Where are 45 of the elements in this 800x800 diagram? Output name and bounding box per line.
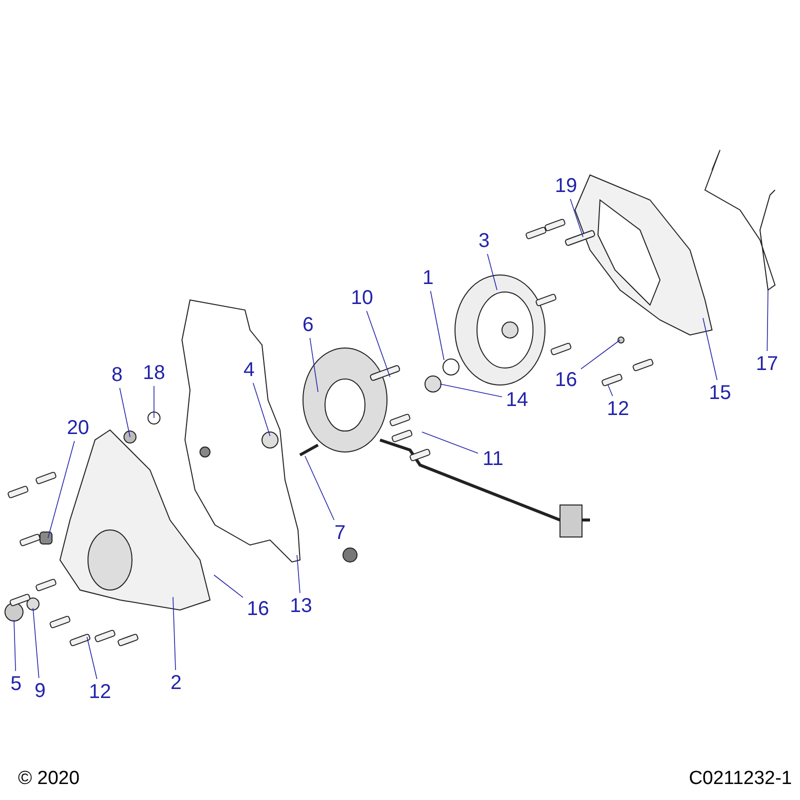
callout-number: 14: [506, 390, 528, 410]
callout-number: 3: [478, 231, 490, 251]
callout-number: 16: [554, 370, 578, 390]
leader-line: [440, 384, 502, 398]
callout-number: 16: [246, 599, 270, 619]
leader-line: [252, 382, 270, 436]
callout-number: 11: [482, 449, 504, 469]
leader-line: [86, 636, 98, 680]
leader-line: [32, 608, 40, 678]
leader-line: [570, 198, 584, 238]
leader-line: [702, 318, 718, 380]
leader-line: [766, 290, 768, 352]
leader-line: [430, 290, 444, 360]
leader-line: [214, 574, 244, 598]
callout-number: 9: [34, 681, 46, 701]
leader-line: [608, 384, 613, 396]
leader-line: [172, 596, 176, 670]
leader-line: [366, 310, 390, 378]
leader-line: [304, 456, 334, 520]
callout-number: 10: [350, 288, 374, 308]
callout-number: 20: [66, 418, 90, 438]
leader-line: [119, 388, 130, 438]
drawing-number: C0211232-1: [688, 767, 792, 791]
callout-number: 18: [142, 363, 166, 383]
callout-number: 5: [10, 674, 22, 694]
callout-number: 19: [554, 176, 578, 196]
callout-number: 7: [334, 523, 346, 543]
callout-number: 6: [302, 315, 314, 335]
callout-number: 12: [606, 399, 630, 419]
callout-number: 12: [88, 682, 112, 702]
callout-number: 1: [422, 268, 434, 288]
callout-number: 2: [170, 673, 182, 693]
leader-line: [296, 554, 300, 594]
leader-line: [422, 432, 478, 454]
leader-line: [14, 620, 16, 672]
callout-number: 15: [708, 383, 732, 403]
leader-line: [487, 254, 498, 290]
callout-number: 4: [243, 360, 255, 380]
callout-number: 17: [756, 354, 778, 374]
leader-line: [310, 338, 318, 392]
callout-number: 8: [111, 365, 123, 385]
copyright-note: © 2020: [18, 767, 80, 791]
leader-line: [48, 440, 75, 538]
callout-number: 13: [290, 596, 312, 616]
leader-line: [580, 340, 620, 370]
